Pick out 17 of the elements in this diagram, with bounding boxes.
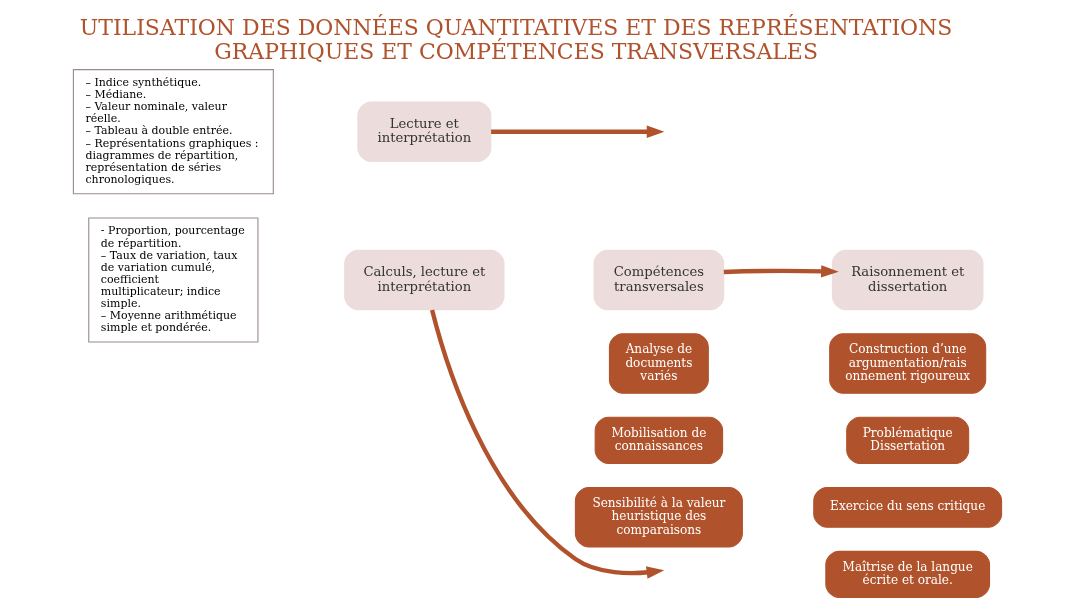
node-box: Mobilisation de connaissances [594,416,723,464]
diagram-title: UTILISATION DES DONNÉES QUANTITATIVES ET DES REPRÉSENTATIONS GRAPHIQUES ET COMPÉTENCES TRANSVERSALES [79,14,952,64]
arrow [429,309,664,579]
node-box: Exercice du sens critique [812,487,1002,528]
node-box: Analyse de documents variés [608,333,709,394]
node-box: - Proportion, pourcentage de répartition. – Taux de variation, taux de variation cumulé, coefficient multiplicateur; indice simple. – Moyenne arithmétique simple et pondérée. [87,217,258,343]
arrow [723,265,839,278]
node-box: Construction d’une argumentation/rais onnement rigoureux [828,333,986,394]
node-box: – Indice synthétique. – Médiane. – Valeur nominale, valeur réelle. – Tableau à double entrée. – Représentations graphiques : diagrammes de répartition, représentation de séries chronologiques. [72,69,274,195]
node-box: Lecture et interprétation [356,101,491,162]
node-box: Problématique Dissertation [845,416,969,464]
node-box: Calculs, lecture et interprétation [343,249,505,311]
node-box: Compétences transversales [593,249,724,311]
arrow [490,125,664,138]
node-box: Sensibilité à la valeur heuristique des comparaisons [574,487,743,548]
node-box: Raisonnement et dissertation [831,249,983,311]
node-box: Maîtrise de la langue écrite et orale. [824,550,990,598]
